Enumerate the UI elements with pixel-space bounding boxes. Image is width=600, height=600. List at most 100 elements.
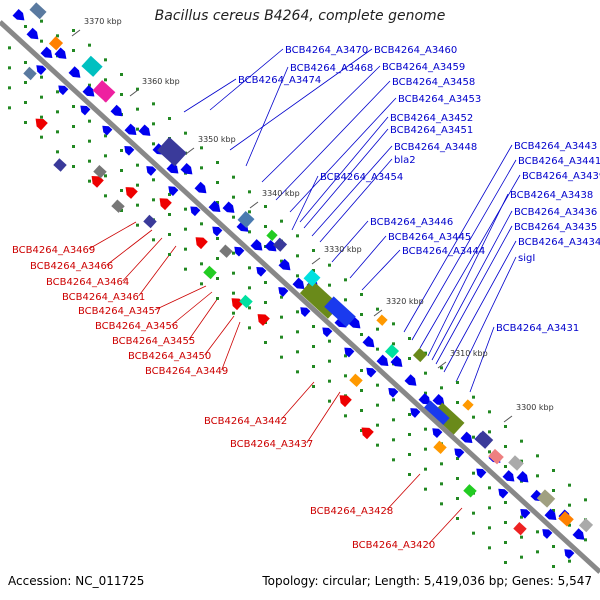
gene-block-olive xyxy=(412,347,428,363)
gene-forward xyxy=(544,508,557,521)
gene-label-reverse: BCB4264_A3428 xyxy=(310,506,393,517)
gene-forward-inner xyxy=(520,508,531,519)
track-dot xyxy=(456,517,459,520)
gene-block-indigo xyxy=(474,430,494,449)
track-dot xyxy=(440,462,443,466)
kbp-tick-mark xyxy=(437,361,447,369)
gene-forward xyxy=(278,258,291,271)
track-dot xyxy=(104,58,107,62)
track-dot xyxy=(456,497,459,500)
gene-forward xyxy=(110,104,123,117)
track-dot xyxy=(8,106,11,110)
gene-label-forward: BCB4264_A3439 xyxy=(522,171,600,182)
gene-block-reverse xyxy=(433,440,447,455)
track-dot xyxy=(488,410,491,414)
gene-forward xyxy=(180,162,193,175)
track-dot xyxy=(280,315,283,319)
track-dot xyxy=(280,259,283,263)
track-dot xyxy=(472,531,475,535)
track-dot xyxy=(552,545,555,548)
track-dot xyxy=(104,134,107,138)
track-dot xyxy=(72,29,75,32)
track-dot xyxy=(88,119,91,123)
gene-label-forward: BCB4264_A3448 xyxy=(394,142,477,153)
track-dot xyxy=(104,154,107,158)
gene-label-forward: sigI xyxy=(518,253,535,264)
track-dot xyxy=(536,474,539,478)
gene-block-blue xyxy=(422,400,450,427)
track-dot xyxy=(104,174,107,178)
track-dot xyxy=(264,281,267,284)
kbp-tick-label: 3370 kbp xyxy=(84,17,122,26)
track-dot xyxy=(24,25,27,28)
gene-forward-inner xyxy=(476,468,487,479)
track-dot xyxy=(488,506,491,510)
gene-label-forward: BCB4264_A3459 xyxy=(382,62,465,73)
gene-label-forward: BCB4264_A3453 xyxy=(398,94,481,105)
track-dot xyxy=(520,439,523,443)
track-dot xyxy=(136,183,139,187)
track-dot xyxy=(152,122,155,126)
gene-forward xyxy=(292,277,305,290)
track-dot xyxy=(344,354,347,358)
leader-line-reverse xyxy=(204,315,235,356)
kbp-tick-mark xyxy=(373,309,383,317)
gene-forward xyxy=(138,124,151,136)
track-dot xyxy=(488,486,491,490)
track-dot xyxy=(472,471,475,475)
track-dot xyxy=(360,293,363,296)
leader-line-reverse xyxy=(154,285,207,311)
track-dot xyxy=(184,267,187,271)
track-dot xyxy=(216,237,219,240)
track-dot xyxy=(504,465,507,468)
leader-line-reverse xyxy=(306,391,341,444)
gene-block-indigo xyxy=(272,237,288,252)
gene-block-orange xyxy=(48,36,64,51)
track-dot xyxy=(312,385,315,388)
gene-label-reverse: BCB4264_A3464 xyxy=(46,277,129,288)
gene-block-orange xyxy=(558,511,574,527)
track-dot xyxy=(552,469,555,472)
gene-label-forward: BCB4264_A3436 xyxy=(514,207,597,218)
leader-line-forward xyxy=(443,240,517,373)
track-dot xyxy=(40,39,43,43)
gene-label-reverse: BCB4264_A3455 xyxy=(112,336,195,347)
track-dot xyxy=(552,489,555,492)
track-dot xyxy=(136,127,139,131)
track-dot xyxy=(328,263,331,267)
leader-line-forward xyxy=(331,220,369,263)
track-dot xyxy=(280,335,283,339)
track-dot xyxy=(72,145,75,148)
track-dot xyxy=(504,521,507,524)
track-dot xyxy=(136,87,139,91)
gene-label-reverse: BCB4264_A3437 xyxy=(230,439,313,450)
gene-forward-inner xyxy=(410,408,421,418)
track-dot xyxy=(312,249,315,252)
track-dot xyxy=(360,389,363,392)
leader-line-reverse xyxy=(280,381,315,421)
gene-label-forward: BCB4264_A3431 xyxy=(496,323,579,334)
gene-reverse xyxy=(361,427,374,440)
track-dot xyxy=(408,433,411,436)
track-dot xyxy=(232,251,235,255)
leader-line-forward xyxy=(319,158,393,243)
track-dot xyxy=(248,230,251,234)
gene-forward xyxy=(54,47,67,59)
track-dot xyxy=(536,530,539,534)
gene-block-teal xyxy=(384,344,400,359)
gene-forward-inner xyxy=(234,246,245,257)
leader-line-reverse xyxy=(171,291,213,326)
gene-label-reverse: BCB4264_A3442 xyxy=(204,416,287,427)
track-dot xyxy=(152,198,155,202)
gene-block-orange xyxy=(462,399,474,411)
track-dot xyxy=(328,359,331,363)
track-dot xyxy=(424,427,427,431)
gene-label-forward: BCB4264_A3452 xyxy=(390,113,473,124)
track-dot xyxy=(312,365,315,368)
leader-line-forward xyxy=(229,48,373,151)
track-dot xyxy=(232,291,235,295)
track-dot xyxy=(312,269,315,272)
track-dot xyxy=(200,222,203,226)
leader-line-forward xyxy=(469,326,495,393)
track-dot xyxy=(328,379,331,383)
